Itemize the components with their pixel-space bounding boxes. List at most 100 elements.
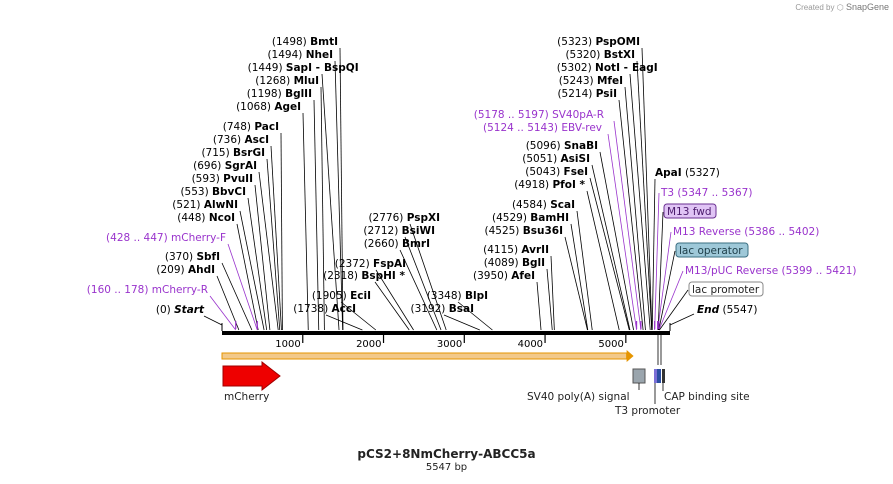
site-label-bsiwi: (2712) BsiWI — [363, 225, 435, 237]
box-label-lac-operator: lac operator — [679, 245, 743, 257]
site-label-blpi: (3348) BlpI — [427, 290, 488, 302]
box-label-lac-promoter: lac promoter — [692, 284, 760, 296]
snapgene-credit: Created by ⬡ SnapGene — [795, 2, 889, 12]
primer-label-m13reverse: M13 Reverse (5386 .. 5402) — [673, 226, 819, 238]
ruler-tick-label: 2000 — [356, 339, 381, 350]
site-label-afei: (3950) AfeI — [473, 270, 535, 282]
box-label-m13-fwd: M13 fwd — [667, 206, 712, 218]
t3-promoter-label: T3 promoter — [614, 405, 681, 417]
site-label-bsu36i: (4525) Bsu36I — [484, 225, 563, 237]
site-label-agei: (1068) AgeI — [236, 101, 301, 113]
site-leader — [320, 86, 325, 331]
start-leader — [203, 315, 223, 326]
site-leader — [339, 47, 344, 331]
sv40-polya-label: SV40 poly(A) signal — [527, 391, 630, 403]
primer-label-mcherry-f: (428 .. 447) mCherry-F — [106, 232, 226, 244]
site-leader — [599, 151, 634, 331]
site-label-pspomi: (5323) PspOMI — [557, 36, 640, 48]
box-leader — [657, 211, 664, 331]
site-leader — [641, 47, 653, 331]
site-label-bglii: (1198) BglII — [247, 88, 312, 100]
site-label-bamhi: (4529) BamHI — [492, 212, 569, 224]
primer-leader — [657, 231, 672, 331]
site-leader — [576, 210, 593, 331]
site-leader — [280, 132, 283, 331]
site-leader — [321, 73, 340, 331]
site-leader — [313, 99, 320, 331]
cap-binding-feature — [657, 369, 661, 383]
site-leader — [624, 86, 646, 331]
cap-binding-label: CAP binding site — [664, 391, 750, 403]
site-leader — [457, 301, 493, 331]
site-leader — [586, 190, 620, 331]
site-leader — [239, 210, 265, 331]
site-label-sgrai: (696) SgrAI — [193, 160, 257, 172]
plasmid-length: 5547 bp — [425, 462, 468, 473]
site-label-bsphi: (2318) BspHI * — [323, 270, 405, 282]
site-leader — [247, 197, 268, 331]
site-label-pspxi: (2776) PspXI — [368, 212, 440, 224]
primer-label-m13pucreverse: M13/pUC Reverse (5399 .. 5421) — [685, 265, 857, 277]
site-leader — [651, 178, 656, 331]
site-label-bstxi: (5320) BstXI — [565, 49, 635, 61]
site-leader — [258, 171, 279, 331]
site-label-fsei: (5043) FseI — [525, 166, 588, 178]
site-leader — [334, 60, 344, 331]
mcherry-feature — [222, 360, 281, 392]
site-leader — [629, 73, 651, 331]
site-leader — [636, 60, 653, 331]
credit-prefix: Created by — [795, 3, 835, 12]
ruler-tick-label: 3000 — [437, 339, 462, 350]
site-label-paci: (748) PacI — [223, 121, 279, 133]
site-leader — [325, 314, 363, 331]
start-label: (0) Start — [156, 304, 205, 316]
primer-leader — [613, 120, 642, 331]
primer-leader — [209, 295, 237, 331]
orf-bar — [221, 352, 628, 360]
site-leader — [591, 164, 631, 331]
t3-promoter-feature — [654, 369, 657, 383]
sv40-polya-feature — [632, 368, 646, 384]
site-label-noti: (5302) NotI - — [557, 62, 628, 74]
site-label-bspqi: BspQI — [324, 62, 359, 74]
primer-leader — [654, 192, 660, 331]
site-leader — [570, 223, 589, 331]
site-leader — [254, 184, 271, 331]
ruler-tick-label: 5000 — [598, 339, 623, 350]
site-label-scai: (4584) ScaI — [512, 199, 575, 211]
orf-arrowhead — [626, 350, 634, 362]
site-leader — [536, 281, 542, 331]
site-leader — [266, 158, 281, 331]
site-label-ahdi: (209) AhdI — [156, 264, 215, 276]
end-label: End (5547) — [697, 304, 757, 316]
site-label-sapi: (1449) SapI - — [248, 62, 320, 74]
site-label-ncoi: (448) NcoI — [177, 212, 235, 224]
site-label-acci: (1738) AccI — [293, 303, 356, 315]
site-label-pvuii: (593) PvuII — [192, 173, 253, 185]
site-label-eagi: EagI — [632, 62, 658, 74]
site-label-asisi: (5051) AsiSI — [522, 153, 590, 165]
box-lac-operator — [675, 242, 749, 258]
site-label-bmti: (1498) BmtI — [272, 36, 338, 48]
credit-brand: SnapGene — [845, 2, 889, 12]
site-leader — [564, 236, 588, 331]
box-lac-promoter — [688, 281, 764, 297]
ruler-tick-label: 1000 — [275, 339, 300, 350]
site-label-mfei: (5243) MfeI — [559, 75, 623, 87]
site-label-pfoi: (4918) PfoI * — [514, 179, 585, 191]
site-leader — [399, 249, 438, 331]
primer-leader — [607, 133, 637, 331]
box-leader — [658, 250, 676, 331]
site-leader — [302, 112, 309, 331]
site-leader — [375, 269, 414, 331]
site-label-bgli: (4089) BglI — [484, 257, 545, 269]
site-leader — [443, 314, 480, 331]
site-label-snabi: (5096) SnaBI — [526, 140, 598, 152]
site-leader — [374, 281, 410, 331]
primer-leader — [658, 270, 684, 331]
ruler-tick-label: 4000 — [518, 339, 543, 350]
snapgene-logo-icon: ⬡ — [836, 3, 844, 12]
primer-label-mcherry-r: (160 .. 178) mCherry-R — [87, 284, 208, 296]
site-label-bmri: (2660) BmrI — [364, 238, 430, 250]
